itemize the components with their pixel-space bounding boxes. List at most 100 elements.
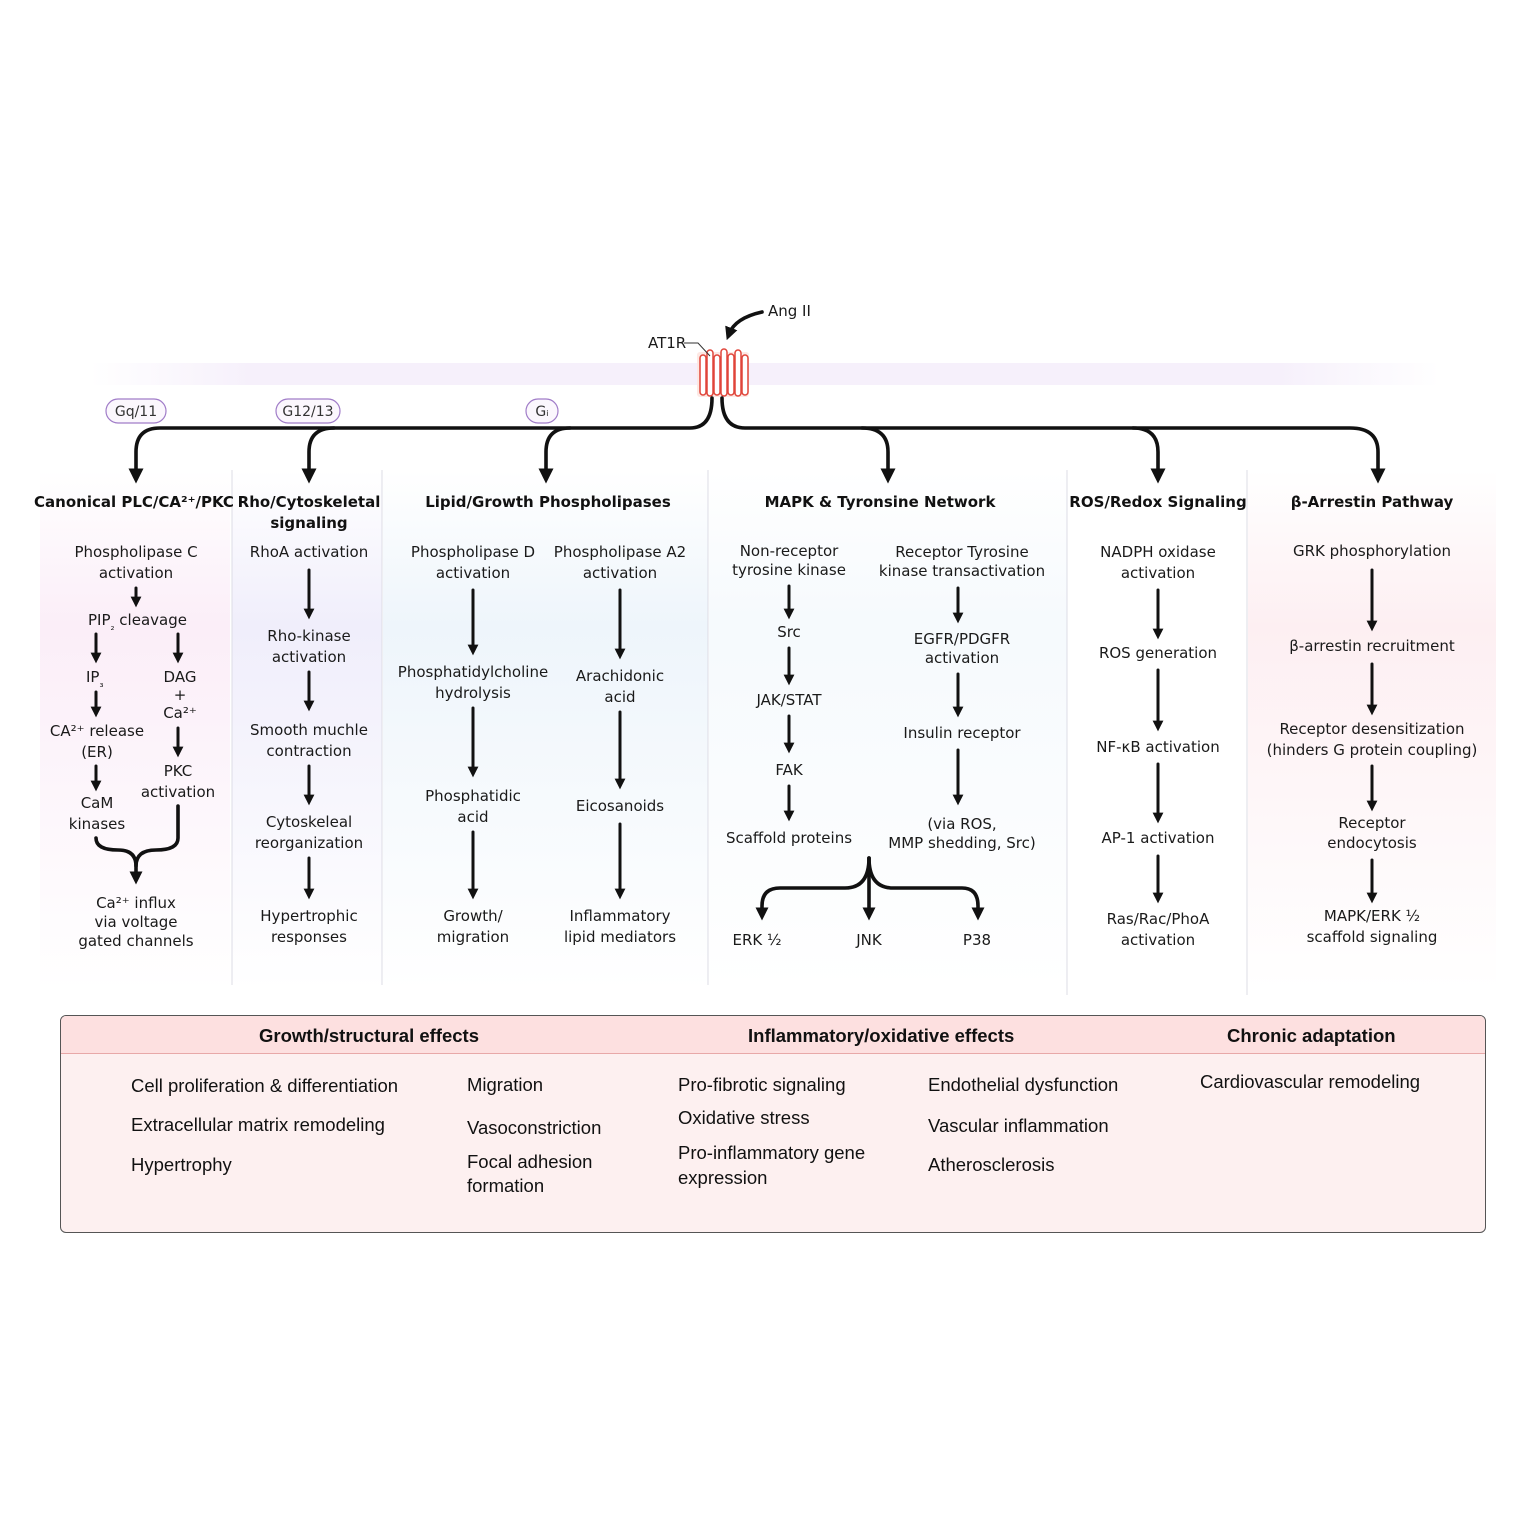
effect-item: Hypertrophy xyxy=(131,1154,232,1175)
svg-text:hydrolysis: hydrolysis xyxy=(435,684,511,702)
svg-text:Smooth muchle: Smooth muchle xyxy=(250,721,368,739)
rho-title: Rho/Cytoskeletal xyxy=(238,493,381,511)
effect-item: Pro-inflammatory gene xyxy=(678,1142,866,1163)
svg-text:β-arrestin recruitment: β-arrestin recruitment xyxy=(1289,637,1455,655)
svg-text:Receptor Tyrosine: Receptor Tyrosine xyxy=(895,543,1028,561)
svg-text:contraction: contraction xyxy=(266,742,351,760)
ligand-label: Ang II xyxy=(768,302,811,320)
svg-text:CaM: CaM xyxy=(81,794,114,812)
svg-text:Ca²⁺: Ca²⁺ xyxy=(163,704,197,722)
svg-text:Src: Src xyxy=(777,623,801,641)
arrestin-pathway: GRK phosphorylation β-arrestin recruitme… xyxy=(1267,542,1478,946)
svg-text:lipid mediators: lipid mediators xyxy=(564,928,676,946)
pld-pathway: Phospholipase D activation Phosphatidylc… xyxy=(398,543,548,946)
effect-item: Vascular inflammation xyxy=(928,1115,1109,1136)
effect-item: Migration xyxy=(467,1074,544,1095)
svg-text:ROS generation: ROS generation xyxy=(1099,644,1217,662)
svg-text:CA²⁺ release: CA²⁺ release xyxy=(50,722,144,740)
svg-text:Receptor: Receptor xyxy=(1338,814,1406,832)
rho-pathway: RhoA activation Rho-kinase activation Sm… xyxy=(250,543,368,946)
svg-text:Scaffold proteins: Scaffold proteins xyxy=(726,829,852,847)
lipid-title: Lipid/Growth Phospholipases xyxy=(425,493,671,511)
svg-text:Phosphatidylcholine: Phosphatidylcholine xyxy=(398,663,548,681)
receptor-label: AT1R xyxy=(648,334,686,352)
svg-text:activation: activation xyxy=(99,564,173,582)
pla2-pathway: Phospholipase A2 activation Arachidonic … xyxy=(554,543,686,946)
svg-text:AP-1 activation: AP-1 activation xyxy=(1102,829,1215,847)
ligand-arrow xyxy=(725,310,764,341)
effect-item: Pro-fibrotic signaling xyxy=(678,1074,846,1095)
svg-text:NF-κB activation: NF-κB activation xyxy=(1096,738,1219,756)
svg-text:PKC: PKC xyxy=(164,762,193,780)
svg-text:Cytoskeleal: Cytoskeleal xyxy=(266,813,352,831)
effect-item: expression xyxy=(678,1167,768,1188)
effect-item: Cardiovascular remodeling xyxy=(1200,1071,1421,1092)
p38-label: P38 xyxy=(963,931,991,949)
gq11-pill: Gq/11 xyxy=(105,398,167,424)
svg-text:reorganization: reorganization xyxy=(255,834,363,852)
svg-text:MAPK/ERK ½: MAPK/ERK ½ xyxy=(1324,907,1420,925)
svg-text:MMP shedding, Src): MMP shedding, Src) xyxy=(888,834,1035,852)
svg-text:via voltage: via voltage xyxy=(94,913,177,931)
chronic-adaptation-header: Chronic adaptation xyxy=(1227,1025,1396,1046)
svg-text:Rho-kinase: Rho-kinase xyxy=(267,627,350,645)
effect-item: Vasoconstriction xyxy=(467,1117,602,1138)
arrestin-title: β-Arrestin Pathway xyxy=(1291,493,1454,511)
svg-text:GRK phosphorylation: GRK phosphorylation xyxy=(1293,542,1451,560)
svg-text:Receptor desensitization: Receptor desensitization xyxy=(1279,720,1464,738)
svg-text:Growth/: Growth/ xyxy=(443,907,503,925)
branch-arrows xyxy=(128,396,1386,484)
effect-item: Atherosclerosis xyxy=(928,1154,1055,1175)
svg-text:RhoA activation: RhoA activation xyxy=(250,543,368,561)
rho-title-line2: signaling xyxy=(270,514,347,532)
effect-item: Oxidative stress xyxy=(678,1107,810,1128)
svg-text:Phosphatidic: Phosphatidic xyxy=(425,787,521,805)
svg-text:Hypertrophic: Hypertrophic xyxy=(260,907,357,925)
svg-text:(hinders G protein coupling): (hinders G protein coupling) xyxy=(1267,741,1478,759)
svg-text:EGFR/PDGFR: EGFR/PDGFR xyxy=(914,630,1010,648)
svg-text:migration: migration xyxy=(437,928,509,946)
panel-rho xyxy=(232,470,382,990)
svg-text:activation: activation xyxy=(1121,931,1195,949)
svg-text:responses: responses xyxy=(271,928,347,946)
plc-pathway: Phospholipase C activation PIP₂ cleavage… xyxy=(50,543,215,950)
svg-text:Phospholipase D: Phospholipase D xyxy=(411,543,535,561)
receptor-label-leader xyxy=(684,342,711,357)
svg-text:scaffold signaling: scaffold signaling xyxy=(1307,928,1438,946)
panel-lipid xyxy=(383,470,708,990)
svg-text:DAG: DAG xyxy=(164,668,197,686)
svg-text:Phospholipase A2: Phospholipase A2 xyxy=(554,543,686,561)
pathway-diagram: AT1R Ang II Gq/11 G12/13 Gᵢ Canonical PL… xyxy=(34,302,1496,995)
erk-label: ERK ½ xyxy=(732,931,781,949)
growth-effects-header: Growth/structural effects xyxy=(259,1025,479,1046)
pip2-label: PIP₂ cleavage xyxy=(88,611,187,633)
panel-plc xyxy=(40,470,230,990)
gi-pill: Gᵢ xyxy=(525,398,559,424)
jnk-label: JNK xyxy=(855,931,883,949)
svg-text:tyrosine kinase: tyrosine kinase xyxy=(732,561,846,579)
mapk-left-pathway: Non-receptor tyrosine kinase Src JAK/STA… xyxy=(726,542,852,847)
svg-text:activation: activation xyxy=(272,648,346,666)
svg-text:kinase transactivation: kinase transactivation xyxy=(879,562,1045,580)
effect-item: formation xyxy=(467,1175,545,1196)
svg-text:activation: activation xyxy=(583,564,657,582)
svg-text:Inflammatory: Inflammatory xyxy=(569,907,670,925)
ros-pathway: NADPH oxidase activation ROS generation … xyxy=(1096,543,1219,949)
svg-text:Eicosanoids: Eicosanoids xyxy=(576,797,664,815)
svg-text:endocytosis: endocytosis xyxy=(1327,834,1417,852)
svg-text:activation: activation xyxy=(925,649,999,667)
effects-header-bar xyxy=(61,1016,1485,1054)
svg-text:NADPH oxidase: NADPH oxidase xyxy=(1100,543,1216,561)
svg-text:Non-receptor: Non-receptor xyxy=(740,542,839,560)
at1r-receptor-icon xyxy=(697,348,749,397)
svg-text:gated channels: gated channels xyxy=(78,932,193,950)
svg-text:Insulin receptor: Insulin receptor xyxy=(903,724,1021,742)
cell-membrane xyxy=(90,363,1440,385)
effect-item: Focal adhesion xyxy=(467,1151,593,1172)
svg-text:activation: activation xyxy=(436,564,510,582)
svg-text:acid: acid xyxy=(457,808,488,826)
svg-text:acid: acid xyxy=(604,688,635,706)
g1213-pill: G12/13 xyxy=(275,398,341,424)
effect-item: Extracellular matrix remodeling xyxy=(131,1114,385,1135)
mapk-output-arrows xyxy=(755,856,985,921)
